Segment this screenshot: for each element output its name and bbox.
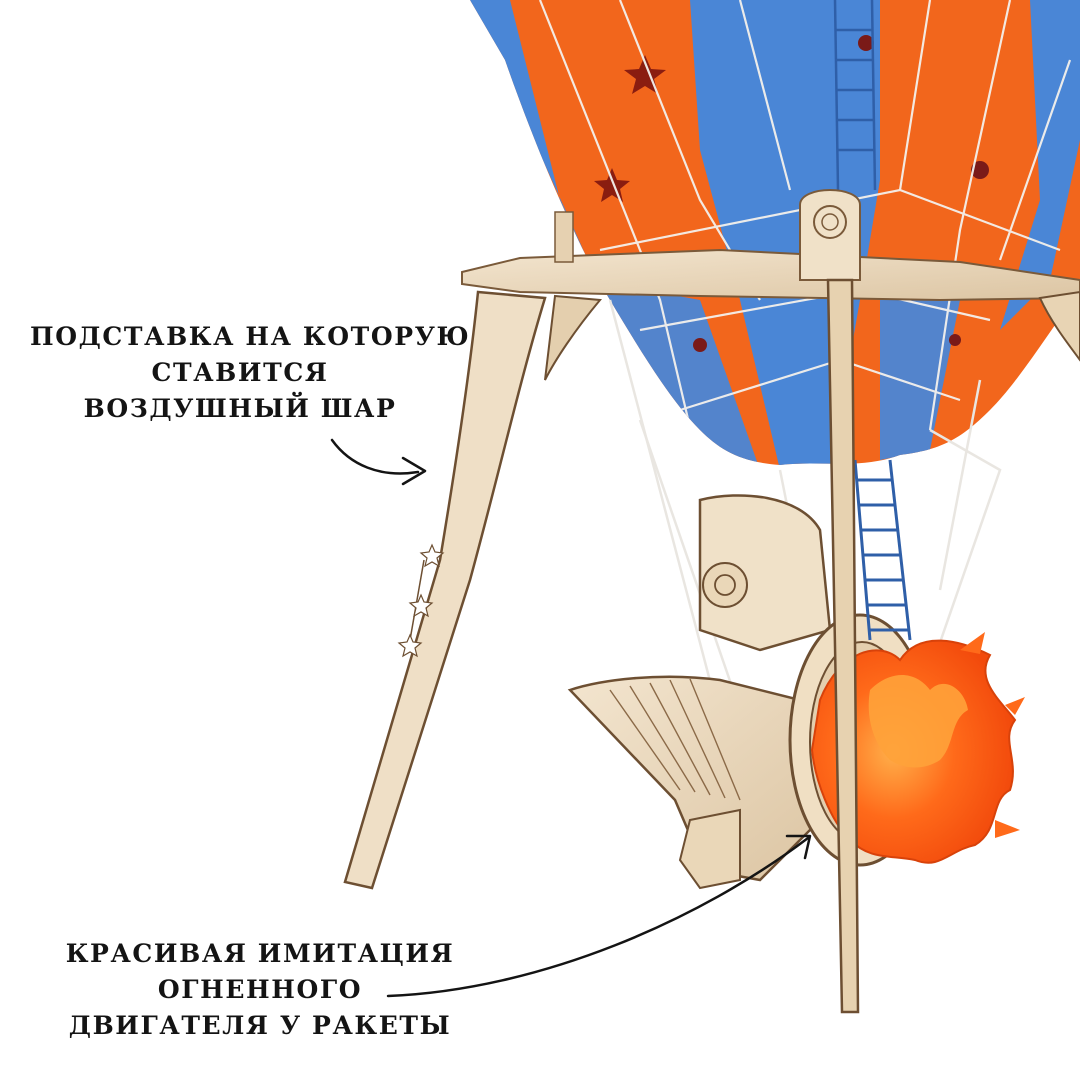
stand-arrow (330, 438, 420, 475)
stand-caption-line-3: ВОЗДУШНЫЙ ШАР (83, 394, 397, 423)
annotation-arrows (330, 438, 812, 998)
engine-caption-line-2: ОГНЕННОГО (157, 975, 363, 1004)
stand-arrowhead (401, 456, 427, 486)
rope-ladder (853, 459, 912, 641)
engine-flames (810, 632, 1025, 864)
engine-caption-line-1: КРАСИВАЯ ИМИТАЦИЯ (65, 939, 455, 968)
engine-caption: КРАСИВАЯ ИМИТАЦИЯ ОГНЕННОГО ДВИГАТЕЛЯ У … (60, 936, 460, 1044)
stand-caption-line-2: СТАВИТСЯ (151, 358, 329, 387)
stand-top-ring (461, 189, 1080, 302)
stand-leg-left (343, 290, 602, 890)
envelope-ladder (833, 0, 877, 191)
stand-caption: ПОДСТАВКА НА КОТОРУЮ СТАВИТСЯ ВОЗДУШНЫЙ … (30, 319, 471, 427)
stand-center-pole (826, 278, 860, 1014)
stand-caption-line-1: ПОДСТАВКА НА КОТОРУЮ (30, 322, 471, 351)
engine-caption-line-3: ДВИГАТЕЛЯ У РАКЕТЫ (68, 1011, 452, 1040)
engine-arrowhead (785, 834, 812, 860)
engine-arrow (386, 836, 810, 998)
